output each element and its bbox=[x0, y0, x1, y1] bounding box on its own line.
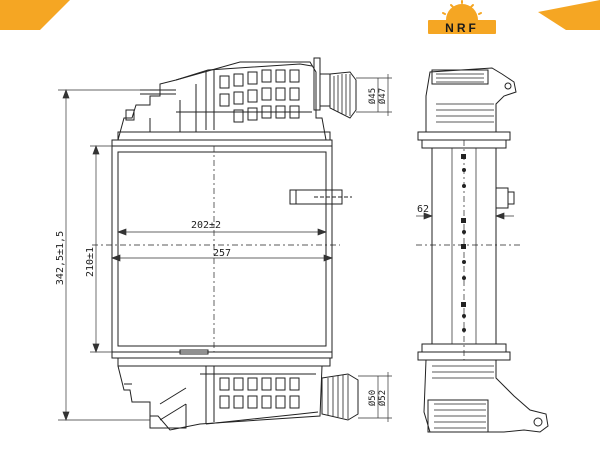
dimension-labels: 342,5±1,5 210±1 202±2 257 Ø45 Ø47 Ø50 Ø5… bbox=[55, 88, 429, 406]
side-lower-tank bbox=[417, 343, 549, 433]
inlet-pipe bbox=[313, 57, 357, 119]
intercooler-front-view bbox=[92, 57, 359, 431]
inlet-inner-dia-label: Ø45 bbox=[367, 88, 378, 104]
outlet-pipe bbox=[321, 373, 359, 421]
brand-logo: NRF bbox=[428, 0, 496, 35]
header-banner-right bbox=[538, 0, 600, 30]
inlet-outer-dia-label: Ø47 bbox=[377, 88, 388, 104]
lower-tank bbox=[111, 349, 333, 431]
core-width-label: 202±2 bbox=[191, 220, 221, 231]
logo-sun-icon bbox=[442, 0, 482, 20]
core-height-label: 210±1 bbox=[85, 247, 96, 277]
dimension-lines bbox=[58, 74, 392, 422]
depth-dimension-line bbox=[416, 212, 514, 220]
overall-height-label: 342,5±1,5 bbox=[55, 231, 66, 285]
outlet-outer-dia-label: Ø52 bbox=[377, 390, 388, 406]
depth-label: 62 bbox=[417, 204, 429, 215]
intercooler-side-view bbox=[416, 67, 549, 433]
header-banner-left bbox=[0, 0, 70, 30]
side-core bbox=[416, 140, 520, 360]
upper-duct-ribs bbox=[175, 63, 313, 130]
logo-text: NRF bbox=[445, 21, 479, 35]
overall-width-label: 257 bbox=[213, 248, 231, 259]
side-upper-tank bbox=[417, 67, 517, 149]
lower-duct-ribs bbox=[200, 366, 319, 425]
upper-tank bbox=[111, 61, 333, 147]
core bbox=[92, 145, 352, 353]
outlet-inner-dia-label: Ø50 bbox=[367, 390, 378, 406]
